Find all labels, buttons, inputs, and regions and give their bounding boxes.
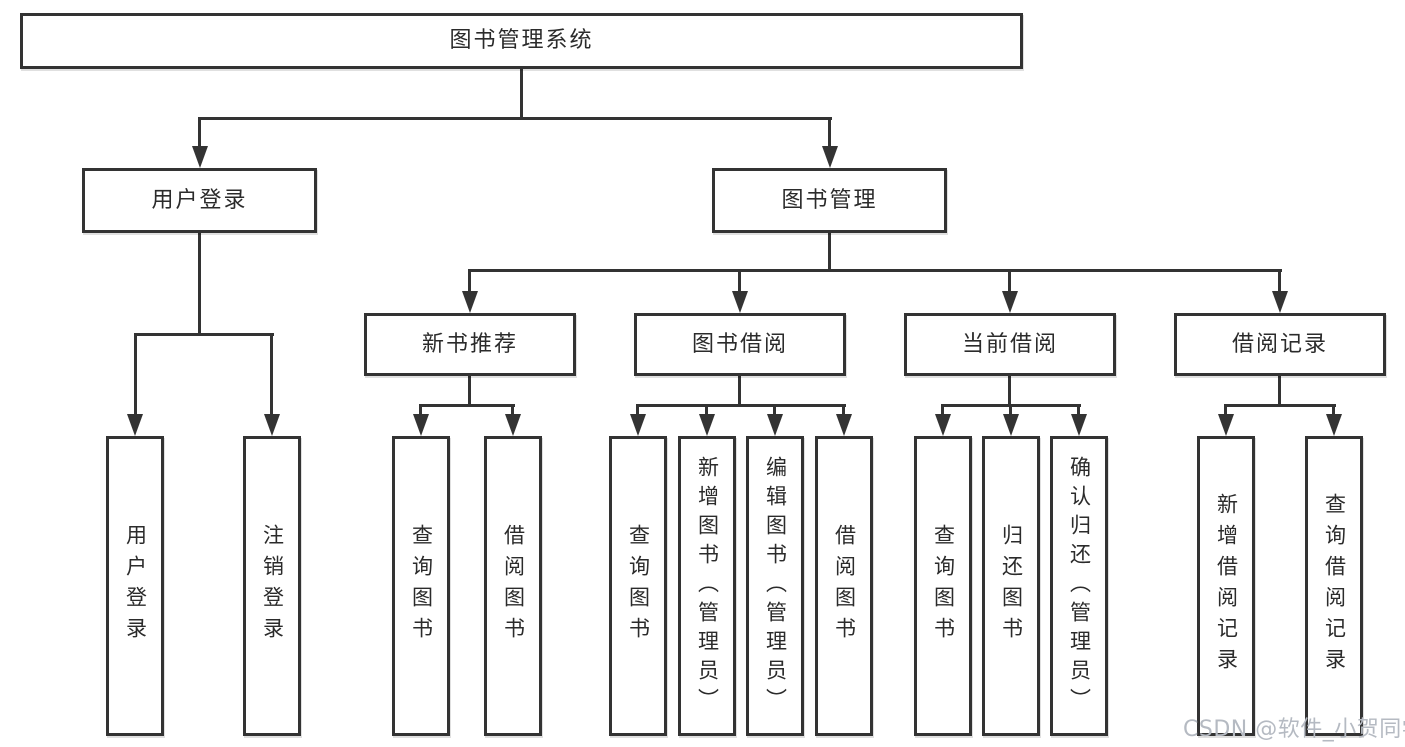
- connector-line: [134, 333, 137, 416]
- node-borrowing-records: 借阅记录: [1174, 313, 1386, 376]
- node-label: 查询图书: [626, 524, 651, 648]
- leaf-bb-borrow-books: 借阅图书: [815, 436, 873, 736]
- leaf-user-login: 用户登录: [106, 436, 164, 736]
- node-label: 图书管理系统: [449, 28, 594, 53]
- connector-arrowhead: [192, 146, 208, 168]
- leaf-logout: 注销登录: [243, 436, 301, 736]
- connector-arrowhead: [1071, 414, 1087, 436]
- node-label: 新增图书（管理员）: [695, 455, 720, 717]
- connector-arrowhead: [127, 414, 143, 436]
- connector-line: [705, 404, 708, 416]
- connector-line: [1008, 374, 1011, 407]
- connector-line: [636, 404, 846, 407]
- leaf-cb-confirm-return-admin: 确认归还（管理员）: [1050, 436, 1108, 736]
- connector-arrowhead: [264, 414, 280, 436]
- node-label: 查询借阅记录: [1322, 493, 1347, 679]
- connector-line: [468, 374, 471, 407]
- connector-arrowhead: [413, 414, 429, 436]
- connector-line: [1332, 404, 1335, 416]
- connector-line: [1008, 269, 1011, 294]
- connector-line: [1278, 374, 1281, 407]
- leaf-bb-add-books-admin: 新增图书（管理员）: [678, 436, 736, 736]
- connector-arrowhead: [1326, 414, 1342, 436]
- node-label: 当前借阅: [961, 331, 1058, 357]
- node-label: 借阅图书: [501, 524, 526, 648]
- connector-line: [419, 404, 515, 407]
- connector-line: [842, 404, 845, 416]
- connector-line: [198, 117, 832, 120]
- connector-line: [1224, 404, 1227, 416]
- leaf-bb-edit-books-admin: 编辑图书（管理员）: [746, 436, 804, 736]
- connector-line: [1009, 404, 1012, 416]
- connector-line: [134, 333, 274, 336]
- connector-arrowhead: [1003, 414, 1019, 436]
- connector-line: [520, 66, 523, 120]
- node-label: 查询图书: [409, 524, 434, 648]
- csdn-watermark: CSDN @软件_小贺同学: [1183, 717, 1405, 742]
- node-label: 用户登录: [151, 187, 248, 213]
- leaf-cb-query-books: 查询图书: [914, 436, 972, 736]
- connector-line: [1077, 404, 1080, 416]
- leaf-bb-query-books: 查询图书: [609, 436, 667, 736]
- node-label: 确认归还（管理员）: [1067, 455, 1092, 717]
- connector-line: [1224, 404, 1336, 407]
- node-new-book-recommend: 新书推荐: [364, 313, 576, 376]
- node-label: 图书管理: [781, 187, 878, 213]
- connector-arrowhead: [1272, 291, 1288, 313]
- connector-line: [468, 269, 471, 294]
- connector-arrowhead: [1002, 291, 1018, 313]
- connector-line: [198, 117, 201, 148]
- connector-line: [468, 269, 1282, 272]
- node-label: 注销登录: [260, 524, 285, 648]
- connector-arrowhead: [822, 146, 838, 168]
- connector-line: [828, 230, 831, 272]
- node-label: 借阅记录: [1231, 331, 1328, 357]
- connector-line: [738, 269, 741, 294]
- connector-arrowhead: [732, 291, 748, 313]
- leaf-cb-return-books: 归还图书: [982, 436, 1040, 736]
- connector-line: [1278, 269, 1281, 294]
- connector-line: [773, 404, 776, 416]
- connector-line: [270, 333, 273, 416]
- leaf-br-add-record: 新增借阅记录: [1197, 436, 1255, 736]
- connector-arrowhead: [505, 414, 521, 436]
- node-root-library-system: 图书管理系统: [20, 13, 1023, 69]
- connector-line: [198, 230, 201, 336]
- node-label: 编辑图书（管理员）: [763, 455, 788, 717]
- node-label: 用户登录: [123, 524, 148, 648]
- connector-line: [419, 404, 422, 416]
- node-current-borrowing: 当前借阅: [904, 313, 1116, 376]
- connector-line: [828, 117, 831, 148]
- node-label: 新书推荐: [421, 331, 518, 357]
- leaf-br-query-record: 查询借阅记录: [1305, 436, 1363, 736]
- connector-line: [738, 374, 741, 407]
- leaf-nb-query-books: 查询图书: [392, 436, 450, 736]
- leaf-nb-borrow-books: 借阅图书: [484, 436, 542, 736]
- connector-arrowhead: [630, 414, 646, 436]
- node-label: 新增借阅记录: [1214, 493, 1239, 679]
- connector-arrowhead: [1218, 414, 1234, 436]
- node-label: 查询图书: [931, 524, 956, 648]
- connector-arrowhead: [462, 291, 478, 313]
- connector-arrowhead: [935, 414, 951, 436]
- connector-arrowhead: [699, 414, 715, 436]
- connector-arrowhead: [767, 414, 783, 436]
- connector-line: [511, 404, 514, 416]
- connector-line: [636, 404, 639, 416]
- connector-line: [941, 404, 944, 416]
- node-user-login: 用户登录: [82, 168, 317, 233]
- node-label: 归还图书: [999, 524, 1024, 648]
- node-label: 图书借阅: [691, 331, 788, 357]
- connector-arrowhead: [836, 414, 852, 436]
- node-book-borrowing: 图书借阅: [634, 313, 846, 376]
- node-label: 借阅图书: [832, 524, 857, 648]
- node-book-management: 图书管理: [712, 168, 947, 233]
